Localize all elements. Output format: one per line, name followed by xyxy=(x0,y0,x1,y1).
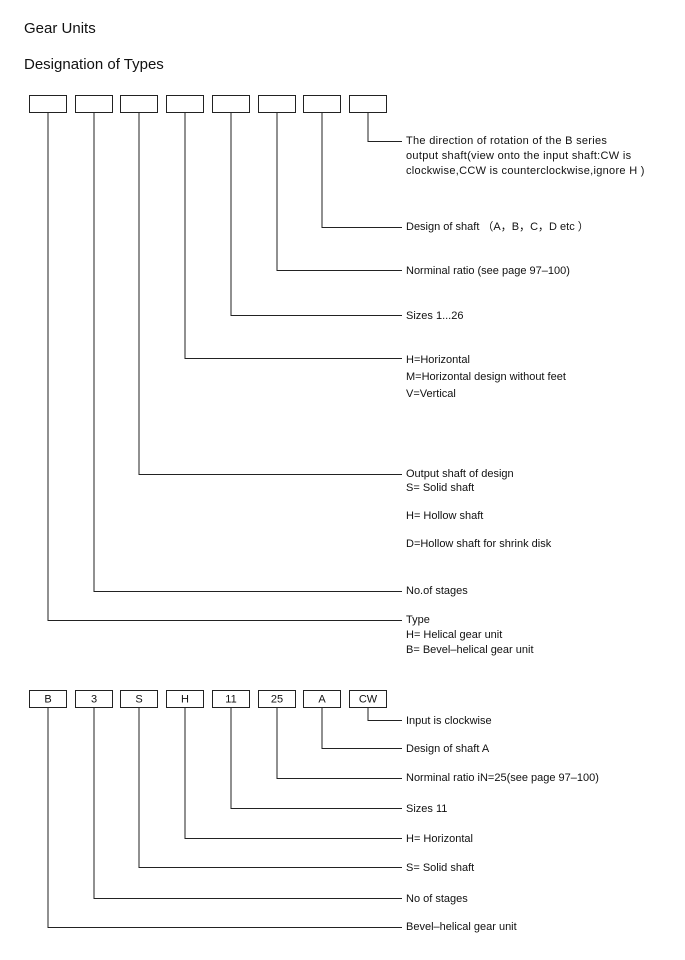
example-leader-line-2 xyxy=(321,707,402,749)
generic-box-5 xyxy=(212,95,250,113)
example-leader-line-7 xyxy=(93,707,402,899)
generic-leader-line-8 xyxy=(47,112,402,621)
generic-label-8: Type H= Helical gear unit B= Bevel–helical… xyxy=(406,613,534,658)
page-subtitle: Designation of Types xyxy=(24,56,164,73)
example-label-6: S= Solid shaft xyxy=(406,862,475,874)
generic-leader-line-3 xyxy=(276,112,402,271)
generic-label-line xyxy=(406,523,551,537)
example-leader-line-4 xyxy=(230,707,402,809)
example-box-3: S xyxy=(120,690,158,708)
example-box-code-3: S xyxy=(135,694,142,706)
generic-label-line xyxy=(406,495,551,509)
generic-box-4 xyxy=(166,95,204,113)
generic-box-7 xyxy=(303,95,341,113)
page-title: Gear Units xyxy=(24,20,96,37)
generic-label-line: Type xyxy=(406,614,430,626)
generic-label-line: Norminal ratio (see page 97–100) xyxy=(406,265,570,277)
generic-box-6 xyxy=(258,95,296,113)
generic-label-line: H=Horizontal xyxy=(406,354,470,366)
generic-leader-line-5 xyxy=(184,112,402,359)
generic-label-3: Norminal ratio (see page 97–100) xyxy=(406,264,570,279)
generic-label-line: Design of shaft （A，B，C，D etc ） xyxy=(406,221,589,233)
generic-label-line: output shaft(view onto the input shaft:C… xyxy=(406,150,632,162)
example-leader-line-8 xyxy=(47,707,402,928)
generic-leader-line-2 xyxy=(321,112,402,228)
generic-box-1 xyxy=(29,95,67,113)
example-box-7: A xyxy=(303,690,341,708)
generic-label-4: Sizes 1...26 xyxy=(406,309,463,324)
example-label-5: H= Horizontal xyxy=(406,833,473,845)
generic-label-7: No.of stages xyxy=(406,584,468,599)
generic-label-line: No.of stages xyxy=(406,585,468,597)
example-box-5: 11 xyxy=(212,690,250,708)
generic-leader-line-6 xyxy=(138,112,402,475)
example-box-code-6: 25 xyxy=(271,694,283,706)
example-label-4: Sizes 11 xyxy=(406,803,448,815)
example-leader-line-3 xyxy=(276,707,402,779)
generic-label-2: Design of shaft （A，B，C，D etc ） xyxy=(406,220,589,235)
generic-leader-line-1 xyxy=(367,112,402,142)
example-leader-line-6 xyxy=(138,707,402,868)
generic-box-2 xyxy=(75,95,113,113)
generic-box-8 xyxy=(349,95,387,113)
generic-label-line: H= Helical gear unit xyxy=(406,629,503,641)
generic-label-line: B= Bevel–helical gear unit xyxy=(406,644,534,656)
generic-leader-line-4 xyxy=(230,112,402,316)
generic-label-line: clockwise,CCW is counterclockwise,ignore… xyxy=(406,165,645,177)
generic-label-line: S= Solid shaft xyxy=(406,482,475,494)
generic-label-line: D=Hollow shaft for shrink disk xyxy=(406,538,552,550)
example-box-code-1: B xyxy=(44,694,51,706)
example-leader-line-1 xyxy=(367,707,402,721)
example-box-4: H xyxy=(166,690,204,708)
example-label-1: Input is clockwise xyxy=(406,715,492,727)
generic-label-line: M=Horizontal design without feet xyxy=(406,371,566,383)
generic-label-line: The direction of rotation of the B serie… xyxy=(406,135,608,147)
generic-box-3 xyxy=(120,95,158,113)
example-box-6: 25 xyxy=(258,690,296,708)
generic-label-line: H= Hollow shaft xyxy=(406,510,484,522)
generic-label-1: The direction of rotation of the B serie… xyxy=(406,134,645,179)
example-box-1: B xyxy=(29,690,67,708)
example-box-code-8: CW xyxy=(359,694,378,706)
example-label-3: Norminal ratio iN=25(see page 97–100) xyxy=(406,772,599,784)
generic-leader-line-7 xyxy=(93,112,402,592)
example-leader-line-5 xyxy=(184,707,402,839)
example-box-code-7: A xyxy=(318,694,326,706)
example-label-2: Design of shaft A xyxy=(406,743,490,755)
generic-label-line: Sizes 1...26 xyxy=(406,310,464,322)
example-box-code-2: 3 xyxy=(91,694,97,706)
example-box-2: 3 xyxy=(75,690,113,708)
generic-label-line: Output shaft of design xyxy=(406,468,514,480)
example-label-8: Bevel–helical gear unit xyxy=(406,921,517,933)
example-label-7: No of stages xyxy=(406,893,468,905)
example-box-8: CW xyxy=(349,690,387,708)
example-box-code-4: H xyxy=(181,694,189,706)
generic-label-6: Output shaft of design S= Solid shaft H= … xyxy=(406,467,551,551)
generic-label-line: V=Vertical xyxy=(406,388,456,400)
example-box-code-5: 11 xyxy=(225,694,236,706)
